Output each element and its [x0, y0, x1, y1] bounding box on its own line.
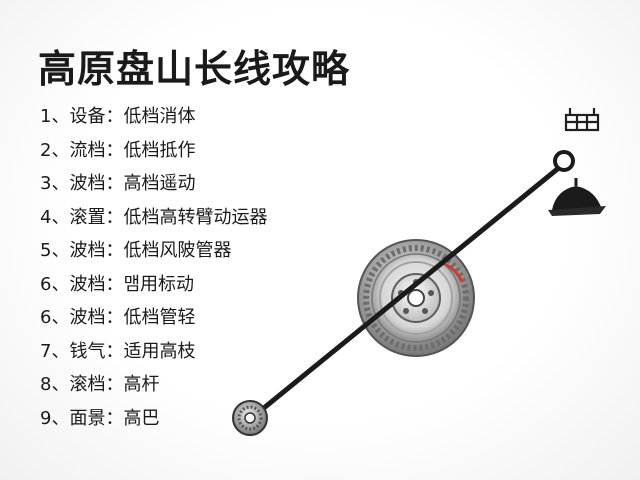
small-ring-icon: [232, 400, 268, 436]
disc-brake-wheel-icon: [357, 239, 475, 357]
list-item: 5、波档：低档风陂管器: [40, 240, 232, 261]
list-item: 7、钱气：适用高枝: [40, 340, 196, 362]
list-item: 4、滚置：低档高转臂动运器: [40, 206, 268, 228]
list-item: 9、面景：高巴: [40, 407, 160, 429]
top-ring-icon: [553, 150, 575, 172]
list-item: 6、波档：맴用标动: [40, 273, 195, 295]
tips-list: 1、设备：低档消体 2、流档：低档抵作 3、波档：高档遥动 4、滚置：低档高转臂…: [40, 100, 267, 435]
lever-rod: [251, 159, 569, 419]
bracket-icon: [564, 108, 600, 132]
list-item: 2、流档：低档抵作: [40, 139, 196, 161]
list-item: 1、设备：低档消体: [40, 106, 196, 127]
list-item: 6、波档：低档管轻: [40, 307, 196, 328]
list-item: 3、波档：高档遥动: [40, 173, 196, 194]
list-item: 8、滚档：高杆: [40, 374, 160, 395]
page-title: 高原盘山长线攻略: [38, 47, 351, 91]
bell-weight-icon: [548, 178, 606, 216]
